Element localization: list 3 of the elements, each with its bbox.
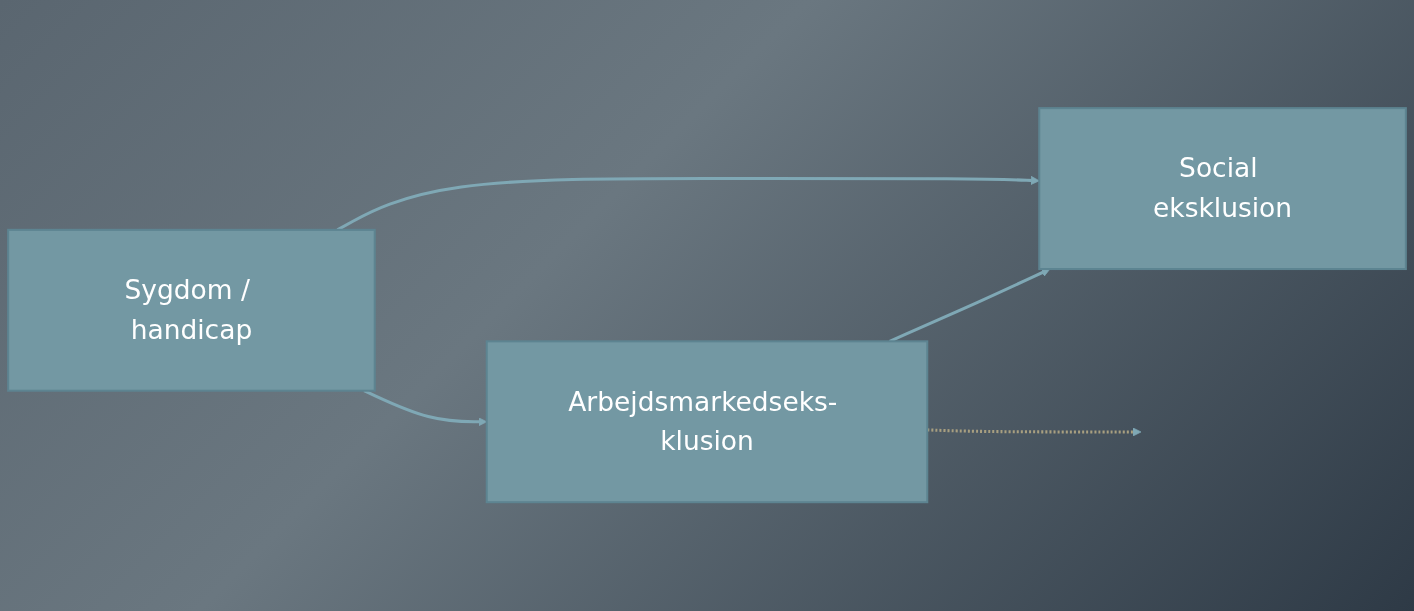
process-box: Sygdom / handicap <box>7 229 376 393</box>
process-box: Arbejdsmarkedseks- klusion <box>485 340 929 504</box>
process-box: Social eksklusion <box>1038 107 1407 271</box>
